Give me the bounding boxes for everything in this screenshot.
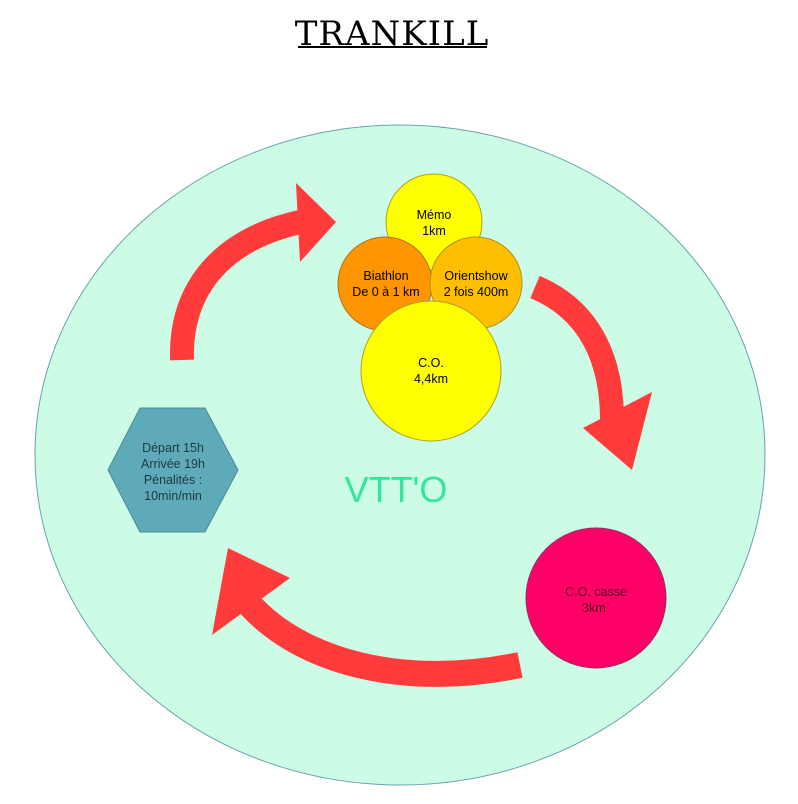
arrow-stages-to-casse	[530, 275, 652, 470]
svg-text:Orientshow: Orientshow	[444, 269, 508, 283]
svg-text:1km: 1km	[422, 224, 446, 238]
hexagon-line: Départ 15h	[142, 441, 204, 455]
svg-text:2 fois 400m: 2 fois 400m	[444, 285, 509, 299]
svg-text:De 0 à 1 km: De 0 à 1 km	[352, 285, 419, 299]
svg-text:3km`: 3km`	[582, 601, 610, 615]
hexagon-line: Arrivée 19h	[141, 457, 205, 471]
arrow-casse-to-start	[212, 548, 523, 687]
co-circle: C.O. 4,4km	[360, 300, 502, 442]
svg-text:Biathlon: Biathlon	[363, 269, 408, 283]
svg-text:C.O. casse: C.O. casse	[565, 585, 627, 599]
svg-text:Mémo: Mémo	[417, 208, 452, 222]
start-info-hexagon: Départ 15h Arrivée 19h Pénalités : 10min…	[107, 407, 239, 533]
center-label: VTT'O	[345, 469, 448, 510]
hexagon-line: 10min/min	[144, 489, 202, 503]
arrow-start-to-stages	[169, 183, 336, 361]
svg-text:C.O.: C.O.	[418, 356, 444, 370]
svg-text:4,4km: 4,4km	[414, 372, 448, 386]
co-casse-circle: C.O. casse 3km`	[525, 527, 667, 669]
hexagon-line: Pénalités :	[144, 473, 202, 487]
